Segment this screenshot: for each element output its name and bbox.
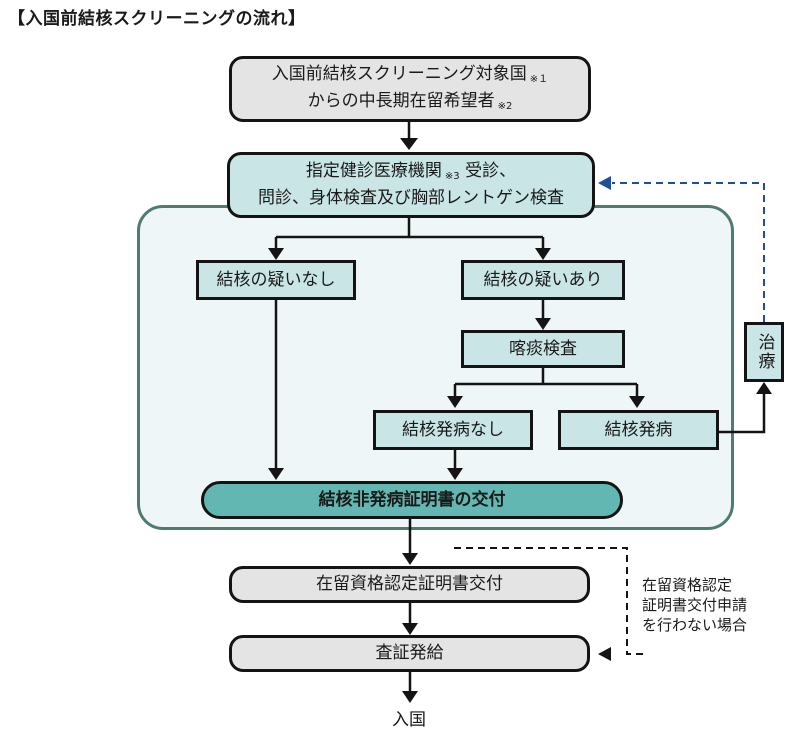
side-note-line3: を行わない場合 — [642, 616, 748, 634]
side-note: 在留資格認定 証明書交付申請 を行わない場合 — [642, 575, 747, 635]
note-3: ※3 — [444, 171, 460, 182]
arrowhead-visa — [402, 623, 418, 635]
bypass-arrowhead — [598, 647, 611, 661]
node-no-suspicion: 結核の疑いなし — [196, 260, 356, 300]
side-note-line2: 証明書交付申請 — [642, 596, 748, 614]
page-title: 【入国前結核スクリーニングの流れ】 — [8, 9, 306, 29]
exam-line2: 問診、身体検査及び胸部レントゲン検査 — [258, 188, 564, 208]
side-note-line1: 在留資格認定 — [642, 576, 733, 594]
arrowhead-applicant-to-exam — [400, 138, 418, 150]
applicant-line2: からの中長期在留希望者 — [307, 91, 495, 111]
applicant-line1: 入国前結核スクリーニング対象国 — [271, 64, 527, 84]
node-certificate: 結核非発病証明書の交付 — [201, 481, 623, 519]
arrowhead-coe — [402, 553, 418, 565]
note-1: ※１ — [529, 74, 549, 85]
arrowhead-treatment — [756, 382, 772, 394]
note-2: ※2 — [497, 101, 513, 112]
feedback-arrowhead — [598, 176, 611, 190]
node-no-onset: 結核発病なし — [373, 410, 533, 450]
node-applicant: 入国前結核スクリーニング対象国※１ からの中長期在留希望者※2 — [229, 56, 591, 122]
node-onset: 結核発病 — [558, 410, 719, 450]
node-visa: 査証発給 — [229, 635, 590, 672]
node-suspicion: 結核の疑いあり — [461, 260, 625, 300]
node-treatment: 治療 — [744, 322, 784, 382]
node-exam: 指定健診医療機関※3 受診、 問診、身体検査及び胸部レントゲン検査 — [227, 152, 595, 218]
node-sputum-test: 喀痰検査 — [461, 330, 625, 368]
node-entry: 入国 — [392, 710, 426, 730]
exam-line1b: 受診、 — [465, 161, 517, 181]
node-coe: 在留資格認定証明書交付 — [229, 566, 590, 603]
exam-line1a: 指定健診医療機関 — [305, 161, 442, 181]
arrowhead-entry — [402, 691, 418, 703]
